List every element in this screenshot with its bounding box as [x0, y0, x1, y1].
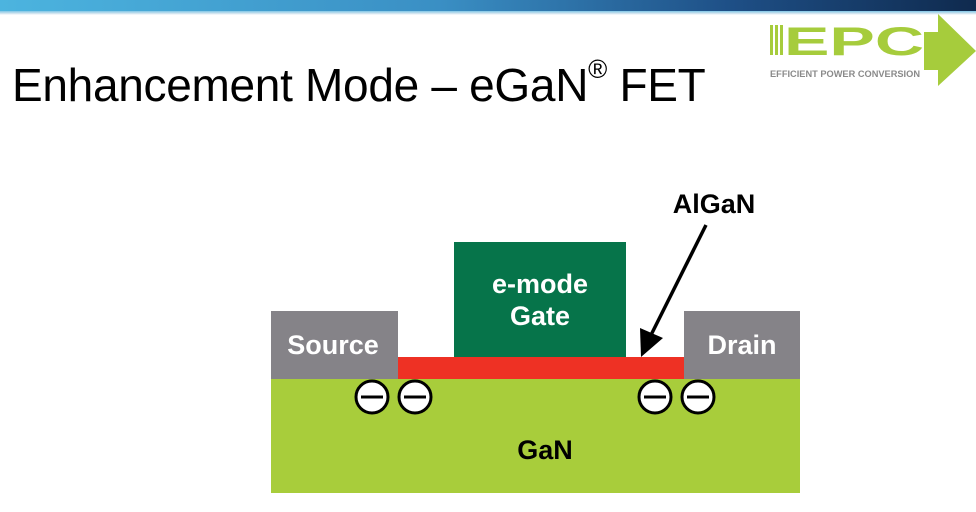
electron [637, 379, 673, 415]
gate-label-line1: e-mode [492, 269, 588, 299]
registered-mark: ® [588, 54, 607, 84]
electron [397, 379, 433, 415]
page-title: Enhancement Mode – eGaN® FET [12, 54, 706, 112]
drain-label: Drain [707, 330, 776, 360]
source-contact [271, 311, 398, 379]
drain-contact [684, 311, 800, 379]
source-label: Source [287, 330, 379, 360]
top-banner-shine [0, 11, 976, 15]
electron [680, 379, 716, 415]
logo-arrow-icon [924, 14, 976, 86]
epc-logo: EPC EFFICIENT POWER CONVERSION [770, 14, 976, 86]
gate-label-line2: Gate [510, 301, 570, 331]
algan-label: AlGaN [673, 189, 756, 219]
logo-bars-icon [770, 25, 783, 55]
electron [354, 379, 390, 415]
algan-layer [398, 357, 684, 379]
gan-label: GaN [517, 435, 573, 465]
top-banner [0, 0, 976, 11]
title-suffix: FET [606, 59, 706, 111]
title-main: Enhancement Mode – eGaN [12, 59, 589, 111]
logo-wordmark: EPC [784, 20, 924, 64]
logo-tagline: EFFICIENT POWER CONVERSION [770, 69, 920, 79]
gate-contact [454, 242, 626, 357]
algan-pointer-arrow [640, 224, 708, 357]
